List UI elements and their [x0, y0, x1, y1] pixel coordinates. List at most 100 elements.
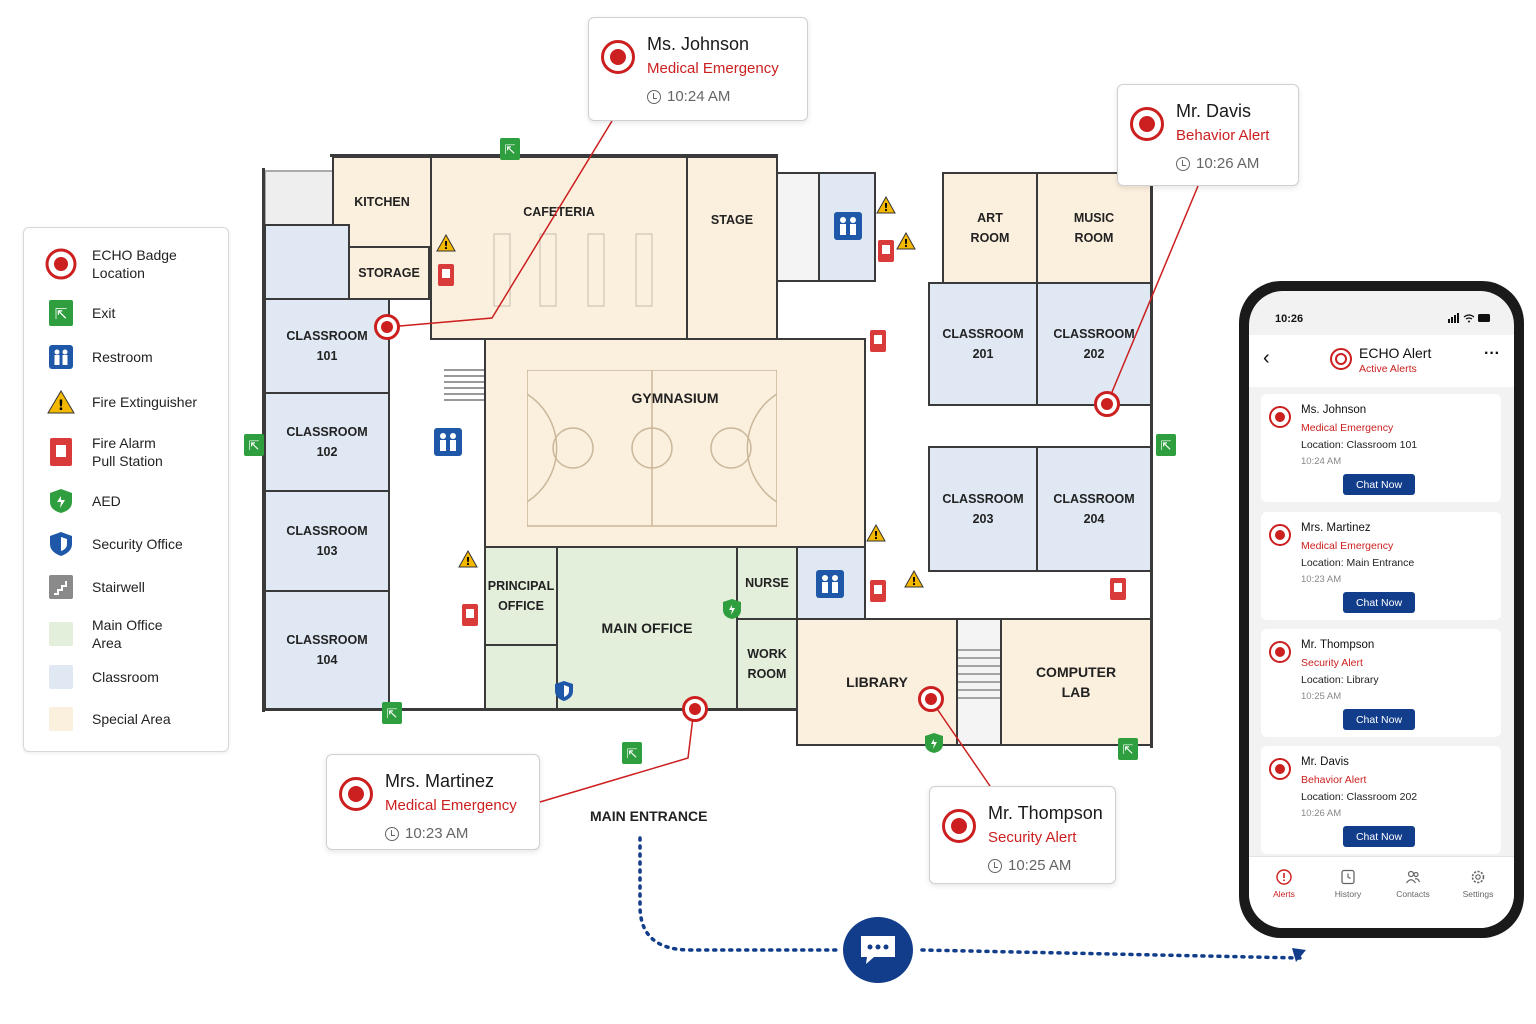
- svg-text:⇱: ⇱: [505, 143, 516, 158]
- room-main-office: MAIN OFFICE: [556, 546, 738, 710]
- cafeteria-tables: [493, 233, 653, 307]
- signal-wifi-battery-icon: [1448, 313, 1490, 323]
- legend-item-exit: ⇱ Exit: [44, 296, 224, 330]
- echo-badge-marker-johnson[interactable]: [374, 314, 400, 340]
- room-stage-lower: [686, 282, 778, 340]
- callout-name: Ms. Johnson: [647, 34, 750, 54]
- room-music: MUSIC ROOM: [1036, 172, 1152, 284]
- room-gymnasium: GYMNASIUM: [484, 338, 866, 548]
- tab-alerts[interactable]: Alerts: [1254, 869, 1314, 899]
- utility-area: [264, 170, 334, 226]
- svg-text:⇱: ⇱: [627, 747, 638, 762]
- stairwell-north: [776, 172, 820, 282]
- clock-icon: [385, 826, 399, 841]
- stairwell-west-icon: [444, 369, 484, 401]
- callout-martinez[interactable]: Mrs. Martinez Medical Emergency 10:23 AM: [326, 754, 540, 850]
- room-art: ART ROOM: [942, 172, 1038, 284]
- alert-card[interactable]: Mr. Davis Behavior Alert Location: Class…: [1261, 746, 1501, 854]
- legend-item-fire-alarm: Fire Alarm Pull Station: [44, 434, 224, 470]
- legend-label: Fire Alarm Pull Station: [92, 435, 163, 469]
- echo-badge-marker-davis[interactable]: [1094, 391, 1120, 417]
- echo-badge-icon: [1269, 406, 1291, 428]
- echo-badge-marker-martinez[interactable]: [682, 696, 708, 722]
- special-area-swatch: [49, 707, 73, 731]
- room-classroom-103: CLASSROOM 103: [264, 490, 390, 592]
- exit-icon: ⇱: [500, 138, 520, 160]
- echo-logo-icon: [1329, 347, 1353, 376]
- callout-johnson[interactable]: Ms. Johnson Medical Emergency 10:24 AM: [588, 17, 808, 121]
- legend-label: Restroom: [92, 349, 153, 365]
- room-classroom-102: CLASSROOM 102: [264, 392, 390, 492]
- callout-alert-type: Behavior Alert: [1176, 127, 1270, 144]
- callout-alert-type: Medical Emergency: [647, 60, 779, 77]
- alert-card-location: Location: Main Entrance: [1301, 557, 1415, 569]
- callout-alert-type: Medical Emergency: [385, 797, 517, 814]
- legend-label: Classroom: [92, 669, 159, 685]
- fire-alarm-icon: [878, 240, 894, 262]
- alert-card-type: Medical Emergency: [1301, 422, 1394, 434]
- legend-item-special-area: Special Area: [44, 702, 224, 736]
- chat-now-button[interactable]: Chat Now: [1343, 592, 1415, 613]
- callout-time-text: 10:23 AM: [405, 825, 469, 842]
- svg-text:!: !: [465, 555, 470, 568]
- wall-north: [330, 154, 778, 157]
- status-bar-icons: [1448, 313, 1492, 325]
- callout-name: Mr. Davis: [1176, 101, 1252, 121]
- chat-icon: [861, 936, 895, 964]
- fire-alarm-icon: [438, 264, 454, 286]
- callout-thompson[interactable]: Mr. Thompson Security Alert 10:25 AM: [929, 786, 1116, 884]
- legend-label: Fire Extinguisher: [92, 394, 198, 410]
- chat-now-button[interactable]: Chat Now: [1343, 826, 1415, 847]
- stairwell-icon: [49, 575, 73, 599]
- svg-text:⇱: ⇱: [387, 707, 398, 722]
- alert-card-type: Security Alert: [1301, 657, 1363, 669]
- security-shield-icon: [555, 681, 573, 701]
- alert-card[interactable]: Mr. Thompson Security Alert Location: Li…: [1261, 629, 1501, 737]
- fire-alarm-icon: [870, 330, 886, 352]
- svg-text:!: !: [443, 239, 448, 252]
- more-options-button[interactable]: ···: [1484, 345, 1500, 362]
- gear-icon: [1471, 870, 1485, 884]
- clock-icon: [1176, 156, 1190, 171]
- tab-label: Contacts: [1396, 889, 1430, 899]
- callout-name: Mrs. Martinez: [385, 771, 495, 791]
- alert-card-location: Location: Classroom 202: [1301, 791, 1418, 803]
- fire-extinguisher-icon: !: [876, 196, 896, 214]
- room-classroom-204: CLASSROOM 204: [1036, 446, 1152, 572]
- tab-contacts[interactable]: Contacts: [1383, 869, 1443, 899]
- app-header: ‹ ECHO Alert Active Alerts ···: [1249, 335, 1514, 387]
- legend-label: Exit: [92, 305, 116, 321]
- clock-icon: [988, 858, 1002, 873]
- chat-bubble-icon[interactable]: [843, 917, 913, 983]
- tab-history[interactable]: History: [1318, 869, 1378, 899]
- room-nurse: NURSE: [736, 546, 798, 620]
- chat-now-button[interactable]: Chat Now: [1343, 709, 1415, 730]
- security-shield-icon: [50, 532, 72, 556]
- app-title: ECHO Alert: [1359, 345, 1432, 361]
- restroom-north: [818, 172, 876, 282]
- room-library: LIBRARY: [796, 618, 958, 746]
- room-classroom-101: CLASSROOM 101: [264, 298, 390, 394]
- alert-card[interactable]: Ms. Johnson Medical Emergency Location: …: [1261, 394, 1501, 502]
- room-computer-lab: COMPUTER LAB: [1000, 618, 1152, 746]
- echo-badge-icon: [45, 248, 77, 280]
- status-bar-time: 10:26: [1275, 313, 1304, 325]
- alert-card[interactable]: Mrs. Martinez Medical Emergency Location…: [1261, 512, 1501, 620]
- exit-icon: ⇱: [382, 702, 402, 724]
- chat-now-button[interactable]: Chat Now: [1343, 474, 1415, 495]
- back-button[interactable]: ‹: [1263, 347, 1270, 369]
- tab-settings[interactable]: Settings: [1448, 869, 1508, 899]
- echo-badge-icon: [942, 809, 976, 843]
- tab-label: History: [1334, 889, 1362, 899]
- echo-badge-marker-thompson[interactable]: [918, 686, 944, 712]
- alert-card-time: 10:23 AM: [1301, 574, 1342, 585]
- callout-time: 10:26 AM: [1176, 155, 1259, 172]
- tab-label: Settings: [1462, 889, 1494, 899]
- room-storage: STORAGE: [348, 246, 430, 300]
- svg-text:!: !: [911, 575, 916, 588]
- callout-davis[interactable]: Mr. Davis Behavior Alert 10:26 AM: [1117, 84, 1299, 186]
- wall-south: [262, 708, 796, 711]
- echo-badge-icon: [1269, 641, 1291, 663]
- aed-icon: [50, 489, 72, 513]
